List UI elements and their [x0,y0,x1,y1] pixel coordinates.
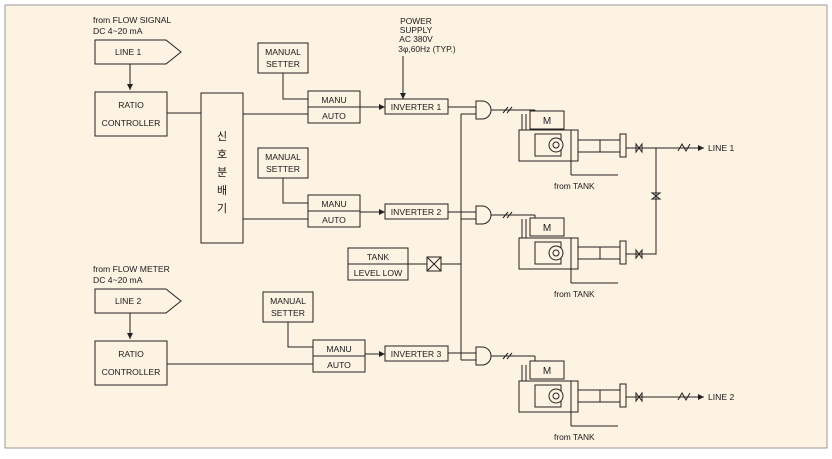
ratio-controller-2: RATIO CONTROLLER [94,340,168,386]
valve-icon [650,192,662,200]
pump-unit-1: M from TANK [491,106,627,191]
svg-text:기: 기 [217,202,227,215]
inverter-3: INVERTER 3 [384,345,449,362]
arrow-down-icon [127,84,133,90]
svg-text:from TANK: from TANK [554,181,595,191]
motor-box [529,110,565,130]
break-line-icon [677,142,691,153]
svg-text:MANU: MANU [321,95,346,105]
manual-setter-3: MANUAL SETTER [262,291,314,323]
pump-unit-2: M from TANK [491,211,627,299]
manual-setter-2: MANUAL SETTER [257,147,309,179]
svg-text:AUTO: AUTO [322,215,346,225]
power-supply-label: POWER SUPPLY AC 380V 3φ,60Hz (TYP.) [398,16,456,99]
svg-text:AUTO: AUTO [322,111,346,121]
svg-text:M: M [543,366,551,377]
svg-text:MANU: MANU [326,344,351,354]
svg-text:LINE 2: LINE 2 [115,296,141,306]
svg-text:RATIO: RATIO [118,100,144,110]
manu-auto-switch-2: MANU AUTO [307,194,361,228]
svg-text:M: M [543,223,551,234]
manual-setter-1: MANUAL SETTER [257,42,309,74]
input-source-label: from FLOW SIGNAL [93,15,172,25]
arrow-down-icon [400,93,406,99]
input-signal-label: DC 4~20 mA [93,26,143,36]
svg-text:CONTROLLER: CONTROLLER [102,367,161,377]
svg-text:AUTO: AUTO [327,360,351,370]
input-line-1: from FLOW SIGNAL DC 4~20 mA LINE 1 [93,15,182,90]
motor-box [529,217,565,237]
svg-text:INVERTER 3: INVERTER 3 [391,349,442,359]
svg-text:from FLOW METER: from FLOW METER [93,264,170,274]
svg-text:SETTER: SETTER [266,59,300,69]
valve-icon [635,142,643,154]
svg-text:DC 4~20 mA: DC 4~20 mA [93,275,143,285]
inverter-2: INVERTER 2 [384,203,449,220]
manu-auto-switch-3: MANU AUTO [312,339,366,373]
manu-auto-switch-1: MANU AUTO [307,90,361,124]
svg-text:from TANK: from TANK [554,432,595,442]
input-line-2: from FLOW METER DC 4~20 mA LINE 2 [93,264,182,339]
and-gate-1-icon [475,100,492,120]
and-gate-2-icon [475,205,492,225]
svg-text:SETTER: SETTER [271,308,305,318]
signal-distributor: 신 호 분 배 기 [200,92,244,244]
line-tag-flag [94,39,182,65]
svg-text:배: 배 [217,184,227,197]
pump-unit-3: M from TANK [491,352,627,442]
valve-icon [635,391,643,403]
svg-text:3φ,60Hz (TYP.): 3φ,60Hz (TYP.) [398,44,456,54]
svg-text:신: 신 [217,130,227,143]
svg-text:TANK: TANK [367,252,390,262]
arrow-down-icon [127,333,133,339]
tank-level-low: TANK LEVEL LOW [347,247,409,281]
svg-text:POWER: POWER [400,16,432,26]
svg-text:MANUAL: MANUAL [265,47,301,57]
level-switch-icon [426,256,442,272]
svg-text:MANU: MANU [321,199,346,209]
svg-text:RATIO: RATIO [118,349,144,359]
svg-text:LEVEL LOW: LEVEL LOW [354,268,403,278]
svg-text:호: 호 [217,148,227,161]
svg-text:SETTER: SETTER [266,164,300,174]
valve-icon [635,248,643,260]
svg-text:INVERTER 1: INVERTER 1 [391,102,442,112]
svg-text:SUPPLY: SUPPLY [400,25,433,35]
line-tag-label: LINE 1 [115,47,141,57]
arrow-right-icon [379,209,385,215]
svg-text:from TANK: from TANK [554,289,595,299]
svg-text:MANUAL: MANUAL [270,296,306,306]
ratio-controller-1: RATIO CONTROLLER [94,91,168,137]
and-gate-3-icon [475,346,492,366]
outlet-line-1: LINE 1 [708,143,734,153]
svg-text:M: M [543,116,551,127]
svg-text:AC 380V: AC 380V [399,34,433,44]
motor-box [529,360,565,380]
outlet-line-2: LINE 2 [708,392,734,402]
svg-text:MANUAL: MANUAL [265,152,301,162]
break-line-icon [677,391,691,402]
svg-text:CONTROLLER: CONTROLLER [102,118,161,128]
arrow-right-icon [698,145,704,151]
svg-text:분: 분 [217,166,227,179]
inverter-1: INVERTER 1 [384,98,449,115]
line-tag-flag [94,288,182,314]
arrow-right-icon [698,394,704,400]
arrow-right-icon [379,104,385,110]
svg-text:INVERTER 2: INVERTER 2 [391,207,442,217]
arrow-right-icon [379,351,385,357]
